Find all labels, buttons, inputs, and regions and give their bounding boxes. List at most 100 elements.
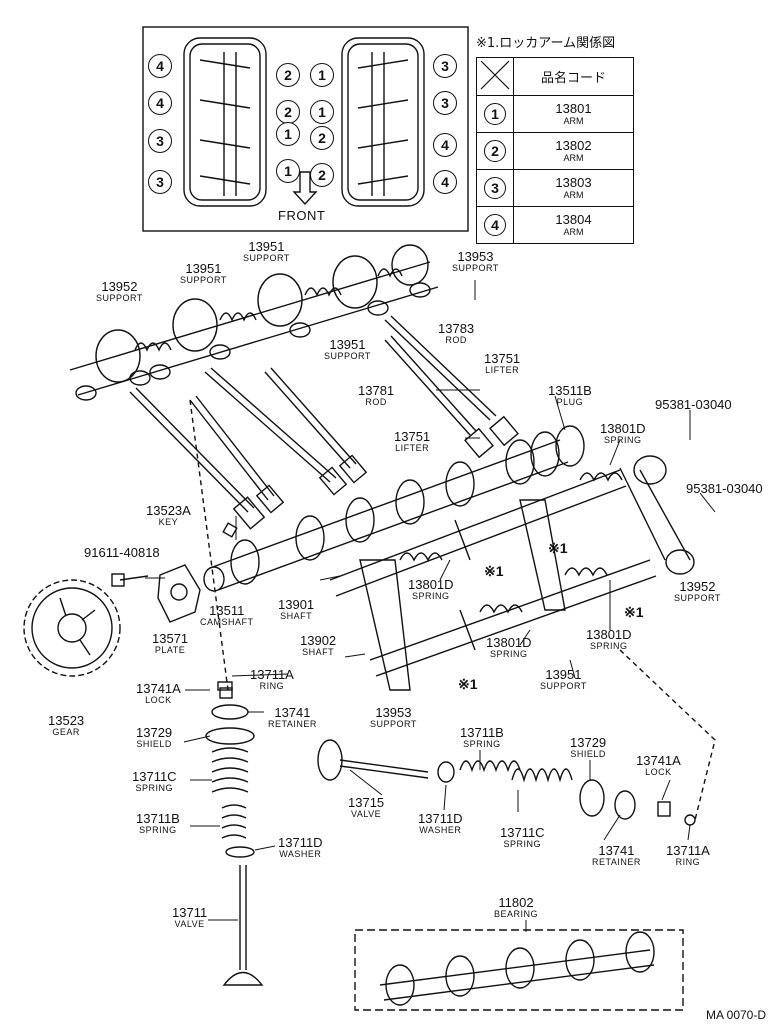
inset-badge: 2: [276, 100, 300, 124]
inset-badge: 4: [433, 133, 457, 157]
left-valve-stack: [205, 681, 264, 986]
inset-badge: 4: [148, 91, 172, 115]
inset-badge: 3: [433, 91, 457, 115]
legend-title: ※1.ロッカアーム関係図: [476, 36, 616, 51]
inset-badge: 3: [148, 129, 172, 153]
legend-part-code: 13802: [555, 138, 592, 153]
legend-part-name: ARM: [563, 153, 584, 163]
part-label: 95381-03040: [686, 481, 763, 496]
legend-part-code: 13801: [555, 101, 592, 116]
leader-lines: [145, 280, 716, 932]
inset-badge: 3: [148, 170, 172, 194]
legend-part-name: ARM: [563, 116, 584, 126]
plate-drawing: [157, 564, 201, 623]
diagram-code: MA 0070-D: [705, 1008, 766, 1022]
inset-rocker-arms: [199, 52, 409, 196]
note-marker: ※1: [548, 540, 568, 556]
part-label: 91611-40818: [84, 545, 160, 560]
inset-frame: [142, 26, 469, 232]
gear-drawing: [23, 579, 121, 677]
push-rods: [129, 315, 519, 530]
inset-badge: 2: [310, 126, 334, 150]
inset-badge: 4: [148, 54, 172, 78]
note-marker: ※1: [484, 563, 504, 579]
legend-part-code: 13803: [555, 175, 592, 190]
legend-number-badge: 1: [484, 103, 506, 125]
rocker-shaft-assembly: [69, 244, 439, 401]
inset-badge: 2: [310, 163, 334, 187]
left-head-outline: [183, 37, 267, 207]
legend-part-name: ARM: [563, 190, 584, 200]
legend-header-cross: [476, 57, 514, 96]
inset-badge: 1: [276, 122, 300, 146]
inset-badge: 2: [276, 63, 300, 87]
right-valve-stack: [317, 739, 696, 826]
front-label: FRONT: [278, 208, 326, 223]
legend-part-name: ARM: [563, 227, 584, 237]
legend-header-row: 品名コード: [476, 57, 634, 96]
legend-number-badge: 4: [484, 214, 506, 236]
legend-part-code: 13804: [555, 212, 592, 227]
inset-badge: 3: [433, 54, 457, 78]
part-label: 95381-03040: [655, 397, 732, 412]
cross-icon: [480, 60, 510, 90]
legend-number-badge: 2: [484, 140, 506, 162]
legend-number-badge: 3: [484, 177, 506, 199]
legend-header-label: 品名コード: [513, 57, 634, 96]
bearing-box: [354, 929, 684, 1011]
inset-badge: 1: [276, 159, 300, 183]
bearing-camshaft: [379, 931, 655, 1006]
camshaft-drawing: [203, 425, 585, 592]
lower-rocker-assembly: [329, 455, 695, 691]
note-marker: ※1: [624, 604, 644, 620]
inset-badge: 1: [310, 100, 334, 124]
right-head-outline: [341, 37, 425, 207]
